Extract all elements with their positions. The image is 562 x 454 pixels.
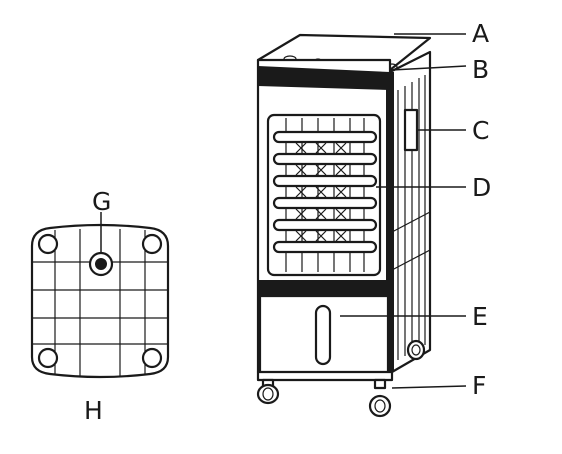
label-h: H — [84, 396, 103, 425]
caster-front-left — [256, 378, 280, 405]
label-f: F — [472, 371, 486, 400]
label-b: B — [472, 55, 489, 84]
base — [256, 370, 394, 382]
tank-band — [258, 280, 390, 296]
label-c: C — [472, 116, 489, 145]
leader-f — [391, 385, 467, 389]
label-e: E — [472, 302, 488, 331]
caster-mount-top-right — [141, 233, 163, 255]
control-band — [258, 66, 390, 90]
caster-front-right — [368, 378, 392, 418]
label-a: A — [472, 19, 489, 48]
side-window — [403, 108, 419, 152]
label-g: G — [92, 187, 111, 216]
side-panel — [388, 50, 432, 374]
caster-mount-bottom-left — [37, 347, 59, 369]
bottom-view — [30, 212, 170, 379]
caster-mount-top-left — [37, 233, 59, 255]
label-d: D — [472, 173, 491, 202]
leader-b — [391, 65, 467, 71]
air-cooler-unit — [256, 33, 467, 418]
water-level-window — [314, 304, 332, 366]
caster-mount-bottom-right — [141, 347, 163, 369]
caster-back-right — [406, 339, 426, 361]
